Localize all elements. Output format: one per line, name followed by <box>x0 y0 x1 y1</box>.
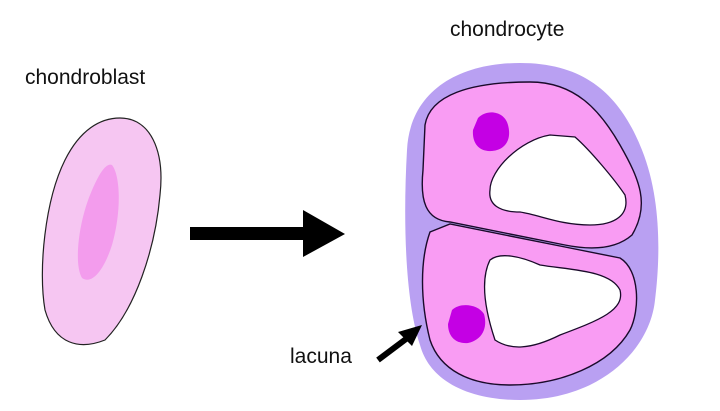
chondrocyte-group <box>405 63 659 400</box>
chondroblast-cell <box>41 117 162 346</box>
upper-vacuole <box>489 134 627 226</box>
chondrocyte-label: chondrocyte <box>450 18 565 41</box>
lacuna-label: lacuna <box>290 345 352 368</box>
transition-arrow <box>190 210 345 257</box>
lower-vacuole <box>483 255 622 348</box>
upper-nucleus <box>472 112 510 152</box>
chondroblast-label: chondroblast <box>25 66 146 89</box>
chondroblast-nucleus <box>77 164 119 280</box>
lacuna-pointer-arrow <box>376 325 422 363</box>
lower-nucleus <box>448 305 486 344</box>
